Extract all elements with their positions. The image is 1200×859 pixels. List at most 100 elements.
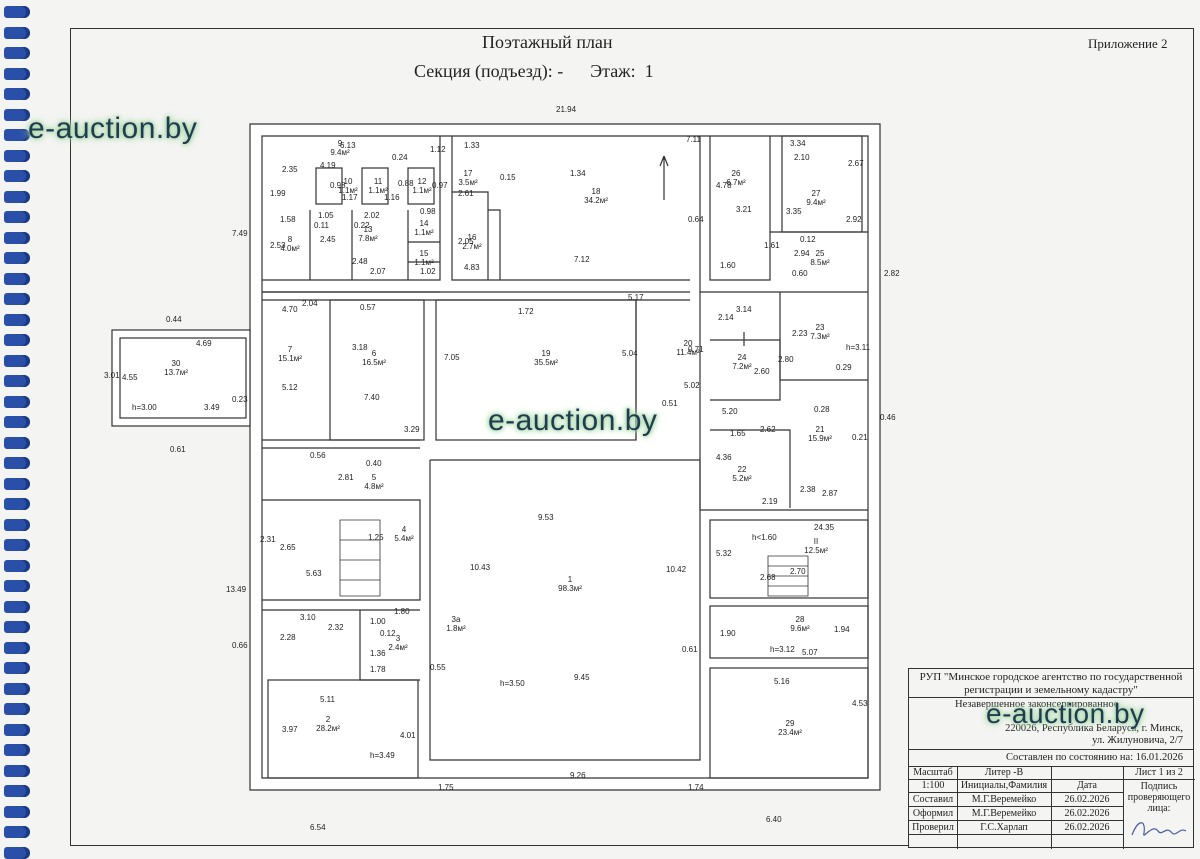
binding-coil (4, 272, 30, 285)
dimension-label: 5.02 (684, 381, 700, 390)
dimension-label: 0.66 (232, 641, 248, 650)
room-area: 34.2м² (584, 196, 608, 205)
dimension-label: 2.70 (790, 567, 806, 576)
room-number: 16 (468, 233, 477, 242)
stamp-date: 26.02.2026 (1064, 808, 1110, 819)
dimension-label: 3.34 (790, 139, 806, 148)
dimension-label: 1.58 (280, 215, 296, 224)
binding-coil (4, 641, 30, 654)
room-area: 16.5м² (362, 358, 386, 367)
stamp-address-line1: 220026, Республика Беларусь, г. Минск, (1005, 723, 1183, 734)
dimension-label: 0.11 (314, 221, 330, 230)
stamp-name: М.Г.Веремейко (971, 808, 1037, 819)
dimension-label: 0.71 (688, 345, 704, 354)
dimension-labels: 21.946.132.351.991.582.537.494.190.981.1… (104, 105, 900, 832)
dimension-label: 2.82 (884, 269, 900, 278)
dimension-label: 0.12 (380, 629, 396, 638)
room-area: 15.9м² (808, 434, 832, 443)
dimension-label: 4.83 (464, 263, 480, 272)
dimension-label: 7.40 (364, 393, 380, 402)
dimension-label: 7.12 (574, 255, 590, 264)
dimension-label: 2.65 (280, 543, 296, 552)
dimension-label: 2.14 (718, 313, 734, 322)
dimension-label: 2.81 (338, 473, 354, 482)
room-labels: 198.3м²228.2м²32.4м²3а1.8м²45.4м²54.8м²6… (164, 139, 832, 737)
binding-coil (4, 6, 30, 18)
dimension-label: 0.28 (814, 405, 830, 414)
signature-scribble (1131, 822, 1187, 836)
stamp-name: М.Г.Веремейко (971, 794, 1037, 805)
binding-coil (4, 293, 30, 305)
room-number: 9 (338, 139, 343, 148)
room-area: 9.4м² (806, 198, 826, 207)
room-area: 4.8м² (364, 482, 384, 491)
dimension-label: 5.04 (622, 349, 638, 358)
dimension-label: 0.64 (688, 215, 704, 224)
dimension-label: 2.45 (320, 235, 336, 244)
dimension-label: 2.94 (794, 249, 810, 258)
stamp-col-date: Дата (1077, 780, 1097, 791)
ceiling-height: h=3.00 (132, 403, 157, 412)
binding-coil (4, 416, 30, 428)
dimension-label: 0.56 (310, 451, 326, 460)
binding-coil (4, 67, 30, 80)
dimension-label: 1.72 (518, 307, 534, 316)
stamp-col-initials: Инициалы,Фамилия (960, 780, 1048, 791)
room-number: 21 (816, 425, 825, 434)
dimension-label: 1.90 (720, 629, 736, 638)
room-area: 1.1м² (414, 228, 434, 237)
binding-coil (4, 395, 30, 408)
dimension-label: 0.44 (166, 315, 182, 324)
dimension-label: 2.10 (794, 153, 810, 162)
dimension-label: 2.04 (302, 299, 318, 308)
watermark-stamp: e-auction.by (986, 698, 1145, 729)
dimension-label: 13.49 (226, 585, 247, 594)
room-number: 2 (326, 715, 331, 724)
room-number: 22 (738, 465, 747, 474)
room-number: 4 (402, 525, 407, 534)
binding-coil (4, 477, 30, 490)
room-number: 30 (172, 359, 181, 368)
binding-coil (4, 190, 30, 203)
binding-coil (4, 129, 30, 141)
dimension-label: 0.40 (366, 459, 382, 468)
spiral-binding (0, 0, 34, 859)
dimension-label: 1.25 (368, 533, 384, 542)
dimension-label: 2.48 (352, 257, 368, 266)
binding-coil (4, 805, 30, 818)
dimension-label: 2.60 (754, 367, 770, 376)
room-number: II (814, 537, 818, 546)
dimension-label: 4.69 (196, 339, 212, 348)
dimension-label: 5.63 (306, 569, 322, 578)
dimension-label: 2.67 (848, 159, 864, 168)
dimension-label: 0.61 (170, 445, 186, 454)
dimension-label: 4.53 (852, 699, 868, 708)
dimension-label: 4.70 (282, 305, 298, 314)
stamp-state-date: Составлен по состоянию на: 16.01.2026 (1006, 752, 1183, 763)
dimension-label: 1.16 (384, 193, 400, 202)
room-area: 7.3м² (810, 332, 830, 341)
binding-coil (4, 26, 30, 39)
binding-coil (4, 662, 30, 674)
room-number: 8 (288, 235, 293, 244)
height-labels: h=3.50h=3.49h=3.00h=3.11h=3.12h<1.60 (132, 343, 871, 760)
dimension-label: 1.78 (370, 665, 386, 674)
binding-coil (4, 211, 30, 223)
room-area: 1.1м² (338, 186, 358, 195)
stamp-sheet: Лист 1 из 2 (1135, 767, 1183, 778)
dimension-label: 1.61 (764, 241, 780, 250)
stamp-address-line2: ул. Жилуновича, 2/7 (1092, 735, 1183, 746)
room-area: 1.1м² (414, 258, 434, 267)
dimension-label: 0.46 (880, 413, 896, 422)
room-number: 12 (418, 177, 427, 186)
stamp-date: 26.02.2026 (1064, 822, 1110, 833)
ceiling-height: h=3.50 (500, 679, 525, 688)
binding-coil (4, 682, 30, 695)
plan-title: Поэтажный план (482, 32, 613, 52)
dimension-label: 3.29 (404, 425, 420, 434)
stamp-organization: РУП "Минское городское агентство по госу… (919, 671, 1183, 696)
ceiling-height: h<1.60 (752, 533, 777, 542)
room-number: 6 (372, 349, 377, 358)
dimension-label: 0.23 (232, 395, 248, 404)
room-area: 5.4м² (394, 534, 414, 543)
